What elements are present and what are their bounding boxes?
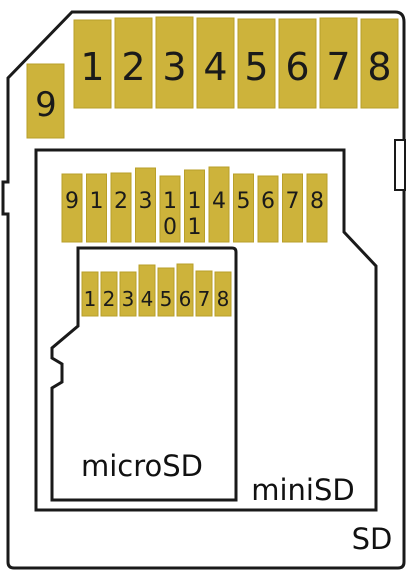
- minisd-pin-contact-4: [135, 167, 156, 243]
- minisd-pin-label-2: 1: [90, 189, 104, 214]
- microsd-pin-label-4: 4: [141, 287, 154, 311]
- sd-pin-contact-9: [26, 63, 65, 139]
- sd-card-write-protect-notch: [394, 139, 406, 191]
- sd-pin-contact-3: [155, 16, 194, 109]
- sd-pin-contact-8: [360, 18, 399, 109]
- sd-pin-label-2: 2: [121, 45, 145, 89]
- microsd-card-outline: [50, 246, 238, 502]
- microsd-pin-contact-6: [176, 263, 194, 317]
- microsd-pin-label-3: 3: [122, 287, 135, 311]
- microsd-pin-contact-3: [119, 271, 137, 317]
- minisd-pin-contact-10: [282, 173, 303, 243]
- microsd-pin-contact-2: [100, 271, 118, 317]
- sd-pin-label-9: 9: [35, 85, 57, 125]
- sd-pin-label-8: 8: [367, 45, 391, 89]
- microsd-pin-contact-1: [81, 271, 99, 317]
- microsd-label: microSD: [81, 449, 203, 483]
- microsd-pin-label-2: 2: [103, 287, 116, 311]
- microsd-pin-label-6: 6: [179, 287, 192, 311]
- minisd-pin-label-8: 5: [237, 189, 251, 214]
- sd-card-outline: [1, 10, 406, 570]
- sd-pin-label-3: 3: [162, 45, 186, 89]
- microsd-pin-contact-7: [195, 270, 213, 317]
- minisd-pin-contact-3: [110, 172, 132, 243]
- minisd-pin-contact-11: [306, 173, 328, 243]
- sd-pin-label-7: 7: [326, 45, 350, 89]
- minisd-pin-label-10: 7: [286, 189, 300, 214]
- sd-pin-label-6: 6: [285, 45, 309, 89]
- minisd-pin-contact-1: [61, 173, 83, 243]
- minisd-pin-contact-2: [86, 173, 107, 243]
- minisd-pin-contact-7: [208, 166, 230, 243]
- sd-pin-label-4: 4: [203, 45, 227, 89]
- sd-pin-contact-2: [114, 17, 153, 109]
- minisd-pin-label-9: 6: [261, 189, 275, 214]
- minisd-pin-contact-9: [257, 175, 279, 243]
- minisd-pin-contact-5: [159, 175, 181, 243]
- sd-pin-contact-5: [237, 18, 276, 109]
- microsd-pin-contact-5: [157, 267, 175, 317]
- minisd-label: miniSD: [251, 473, 354, 507]
- minisd-pin-contact-8: [233, 173, 254, 243]
- microsd-pin-label-5: 5: [160, 287, 173, 311]
- minisd-pin-label-3: 2: [114, 189, 128, 214]
- minisd-pin-contact-6: [184, 169, 205, 243]
- microsd-pin-contact-4: [138, 264, 156, 317]
- minisd-pin-label-11: 8: [310, 189, 324, 214]
- microsd-pin-label-8: 8: [217, 287, 230, 311]
- minisd-pin-label-1: 9: [65, 189, 79, 214]
- minisd-pin-label-4: 3: [139, 189, 153, 214]
- sd-pin-contact-6: [278, 18, 317, 109]
- sd-pin-contact-4: [196, 17, 235, 109]
- sd-pin-contact-1: [73, 19, 112, 109]
- sd-pin-label-5: 5: [244, 45, 268, 89]
- minisd-pin-label-7: 4: [212, 189, 226, 214]
- sd-label: SD: [352, 522, 393, 556]
- microsd-pin-label-7: 7: [198, 287, 211, 311]
- minisd-card-outline: [34, 148, 378, 512]
- microsd-pin-contact-8: [214, 271, 232, 317]
- microsd-pin-label-1: 1: [84, 287, 97, 311]
- sd-pin-contact-7: [319, 17, 358, 109]
- sd-pin-label-1: 1: [80, 45, 104, 89]
